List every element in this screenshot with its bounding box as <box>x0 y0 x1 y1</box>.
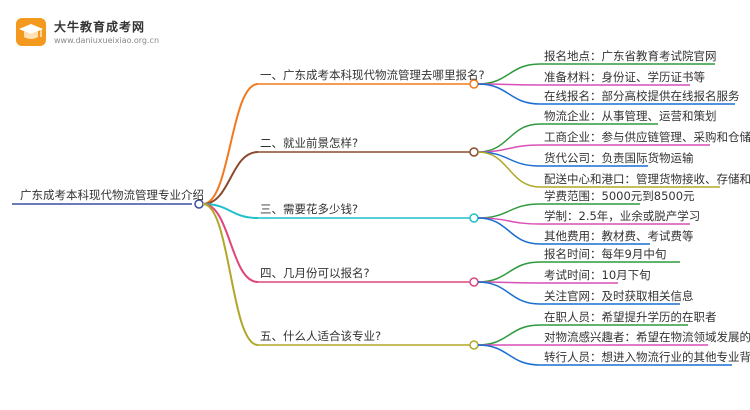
leaf-connector <box>477 203 541 219</box>
branch-connector <box>202 203 259 346</box>
branch-topic: 二、就业前景怎样? <box>260 136 359 150</box>
leaf-topic: 学费范围：5000元到8500元 <box>544 189 695 203</box>
leaf-topic: 学制：2.5年，业余或脱产学习 <box>544 209 701 223</box>
branch-topic: 一、广东成考本科现代物流管理去哪里报名? <box>260 68 485 82</box>
leaf-connector <box>477 63 541 85</box>
leaf-connector <box>477 324 541 346</box>
leaf-connector <box>477 83 541 105</box>
branch-topic: 四、几月份可以报名? <box>260 266 370 280</box>
site-header: 大牛教育成考网 www.daniuxueixiao.org.cn <box>12 12 212 52</box>
leaf-connector <box>477 344 541 366</box>
site-name: 大牛教育成考网 <box>54 20 146 34</box>
leaf-topic: 在职人员：希望提升学历的在职者 <box>544 310 717 324</box>
branch-topic: 五、什么人适合该专业? <box>260 329 382 343</box>
leaf-topic: 货代公司：负责国际货物运输 <box>544 151 694 165</box>
leaf-topic: 配送中心和港口：管理货物接收、存储和发运 <box>544 172 750 186</box>
site-url: www.daniuxueixiao.org.cn <box>54 36 160 45</box>
branch-connector <box>202 83 259 205</box>
leaf-topic: 物流企业：从事管理、运营和策划 <box>544 109 717 123</box>
branch-connector <box>202 203 259 283</box>
branch-connector <box>202 203 259 219</box>
leaf-topic: 对物流感兴趣者：希望在物流领域发展的考生 <box>544 330 750 344</box>
branch-node-circle <box>469 213 479 223</box>
leaf-topic: 在线报名：部分高校提供在线报名服务 <box>544 89 740 103</box>
branch-node-circle <box>469 277 479 287</box>
leaf-topic: 报名时间：每年9月中旬 <box>544 247 667 261</box>
leaf-topic: 关注官网：及时获取相关信息 <box>544 289 694 303</box>
branch-topic: 三、需要花多少钱? <box>260 202 359 216</box>
leaf-topic: 工商企业：参与供应链管理、采购和仓储 <box>544 130 750 144</box>
branch-node-circle <box>469 147 479 157</box>
leaf-connector <box>477 217 541 245</box>
leaf-topic: 其他费用：教材费、考试费等 <box>544 229 694 243</box>
leaf-topic: 转行人员：想进入物流行业的其他专业背景考生 <box>544 350 750 364</box>
leaf-connector <box>477 151 541 167</box>
leaf-connector <box>477 281 541 305</box>
leaf-topic: 报名地点：广东省教育考试院官网 <box>544 49 717 63</box>
leaf-topic: 准备材料：身份证、学历证书等 <box>544 70 705 84</box>
graduation-cap-logo-icon <box>16 18 46 46</box>
root-topic: 广东成考本科现代物流管理专业介绍 <box>20 188 204 202</box>
leaf-connector <box>477 151 541 188</box>
leaf-connector <box>477 144 541 153</box>
branch-connector <box>202 151 259 205</box>
leaf-connector <box>477 261 541 283</box>
branch-node-circle <box>469 340 479 350</box>
leaf-topic: 考试时间：10月下旬 <box>544 268 651 282</box>
